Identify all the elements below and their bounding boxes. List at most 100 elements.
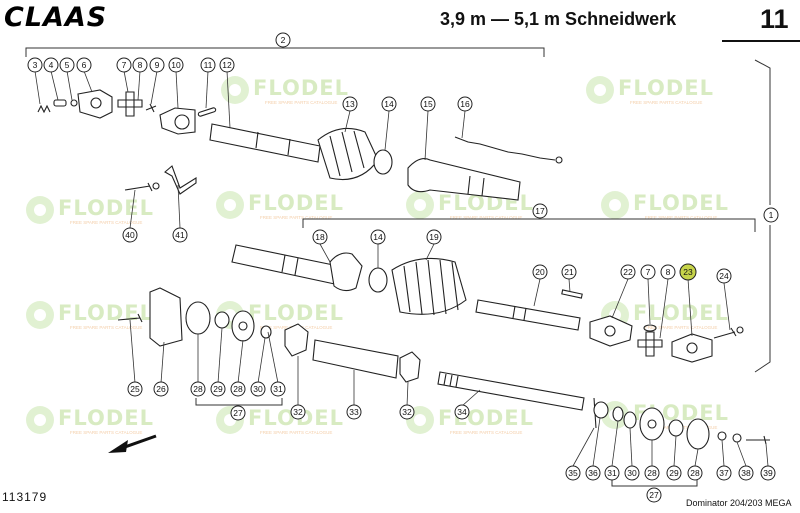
callout-3: 3 bbox=[27, 57, 43, 73]
direction-arrow bbox=[108, 434, 157, 453]
bracket-assembly-1 bbox=[754, 59, 771, 373]
svg-text:28: 28 bbox=[193, 384, 203, 394]
svg-text:16: 16 bbox=[460, 99, 470, 109]
svg-text:30: 30 bbox=[253, 384, 263, 394]
callout-35: 35 bbox=[565, 465, 581, 481]
part-28c-plate bbox=[639, 407, 665, 441]
part-26-bracket bbox=[149, 287, 183, 347]
part-18-guard-cone bbox=[329, 252, 363, 292]
svg-text:FREE SPARE PARTS CATALOGUE: FREE SPARE PARTS CATALOGUE bbox=[70, 220, 142, 225]
part-20-shaft bbox=[475, 299, 581, 331]
callout-28c: 28 bbox=[644, 465, 660, 481]
callout-24: 24 bbox=[716, 268, 732, 284]
callout-15: 15 bbox=[420, 96, 436, 112]
svg-text:13: 13 bbox=[345, 99, 355, 109]
part-5-clip bbox=[70, 99, 78, 107]
svg-text:3: 3 bbox=[33, 60, 38, 70]
callout-28a: 28 bbox=[190, 381, 206, 397]
svg-text:32: 32 bbox=[293, 407, 303, 417]
leader-lines bbox=[34, 70, 769, 467]
svg-text:35: 35 bbox=[568, 468, 578, 478]
svg-text:8: 8 bbox=[666, 267, 671, 277]
callout-2: 2 bbox=[275, 32, 291, 48]
svg-text:14: 14 bbox=[373, 232, 383, 242]
drawing-number: 113179 bbox=[2, 490, 48, 504]
part-30b-ring bbox=[623, 411, 637, 429]
callout-29b: 29 bbox=[666, 465, 682, 481]
callout-5: 5 bbox=[59, 57, 75, 73]
callout-6: 6 bbox=[76, 57, 92, 73]
svg-text:FLODEL: FLODEL bbox=[633, 301, 729, 325]
callout-34: 34 bbox=[454, 404, 470, 420]
svg-text:32: 32 bbox=[402, 407, 412, 417]
svg-text:FREE SPARE PARTS CATALOGUE: FREE SPARE PARTS CATALOGUE bbox=[450, 215, 522, 220]
part-25-bolt bbox=[117, 313, 143, 323]
svg-text:FLODEL: FLODEL bbox=[58, 196, 154, 220]
watermark-layer: FLODEL FREE SPARE PARTS CATALOGUE FLODEL… bbox=[26, 76, 729, 435]
callout-14b: 14 bbox=[370, 229, 386, 245]
svg-text:37: 37 bbox=[719, 468, 729, 478]
svg-text:FREE SPARE PARTS CATALOGUE: FREE SPARE PARTS CATALOGUE bbox=[450, 430, 522, 435]
callout-28d: 28 bbox=[687, 465, 703, 481]
bracket-assembly-2 bbox=[25, 47, 545, 57]
callout-9: 9 bbox=[149, 57, 165, 73]
callout-30b: 30 bbox=[624, 465, 640, 481]
svg-text:6: 6 bbox=[82, 60, 87, 70]
callout-40: 40 bbox=[122, 227, 138, 243]
svg-text:1: 1 bbox=[769, 210, 774, 220]
page-title: 3,9 m — 5,1 m Schneidwerk bbox=[440, 9, 677, 29]
svg-text:14: 14 bbox=[384, 99, 394, 109]
svg-text:5: 5 bbox=[65, 60, 70, 70]
part-15-guard bbox=[407, 158, 521, 201]
svg-text:FREE SPARE PARTS CATALOGUE: FREE SPARE PARTS CATALOGUE bbox=[70, 325, 142, 330]
watermark-12: FLODEL FREE SPARE PARTS CATALOGUE bbox=[406, 406, 534, 435]
part-21-key bbox=[561, 289, 583, 299]
callout-14a: 14 bbox=[381, 96, 397, 112]
svg-text:9: 9 bbox=[155, 60, 160, 70]
callout-25: 25 bbox=[127, 381, 143, 397]
callout-29a: 29 bbox=[210, 381, 226, 397]
part-29-bearing bbox=[214, 311, 230, 329]
group-brackets bbox=[25, 47, 771, 487]
svg-text:FLODEL: FLODEL bbox=[248, 191, 344, 215]
svg-text:FLODEL: FLODEL bbox=[58, 406, 154, 430]
svg-text:29: 29 bbox=[213, 384, 223, 394]
svg-text:FLODEL: FLODEL bbox=[633, 191, 729, 215]
part-9-nipple bbox=[145, 103, 157, 113]
svg-text:25: 25 bbox=[130, 384, 140, 394]
callout-8b: 8 bbox=[660, 264, 676, 280]
callout-30a: 30 bbox=[250, 381, 266, 397]
callout-1: 1 bbox=[763, 207, 779, 223]
bracket-kit-27-right bbox=[611, 478, 698, 487]
svg-text:8: 8 bbox=[138, 60, 143, 70]
part-40-bolt bbox=[124, 182, 153, 192]
svg-text:30: 30 bbox=[627, 468, 637, 478]
callout-4: 4 bbox=[43, 57, 59, 73]
svg-text:FREE SPARE PARTS CATALOGUE: FREE SPARE PARTS CATALOGUE bbox=[630, 100, 702, 105]
callout-16: 16 bbox=[457, 96, 473, 112]
part-30-ring bbox=[260, 325, 272, 339]
watermark-6: FLODEL FREE SPARE PARTS CATALOGUE bbox=[601, 191, 729, 220]
watermark-2: FLODEL FREE SPARE PARTS CATALOGUE bbox=[586, 76, 713, 105]
part-23-yoke bbox=[671, 333, 713, 363]
svg-text:27: 27 bbox=[649, 490, 659, 500]
callout-13: 13 bbox=[342, 96, 358, 112]
watermark-3: FLODEL FREE SPARE PARTS CATALOGUE bbox=[26, 196, 154, 225]
callout-28b: 28 bbox=[230, 381, 246, 397]
callout-19: 19 bbox=[426, 229, 442, 245]
callout-20: 20 bbox=[532, 264, 548, 280]
svg-text:FLODEL: FLODEL bbox=[438, 406, 534, 430]
part-12-tube bbox=[209, 123, 321, 163]
watermark-10: FLODEL FREE SPARE PARTS CATALOGUE bbox=[26, 406, 154, 435]
callout-26: 26 bbox=[153, 381, 169, 397]
part-38-washer bbox=[732, 433, 742, 443]
model-label: Dominator 204/203 MEGA bbox=[686, 498, 792, 508]
callout-18: 18 bbox=[312, 229, 328, 245]
part-3-spring bbox=[37, 104, 51, 114]
part-8b-bearing bbox=[643, 324, 657, 332]
svg-text:29: 29 bbox=[669, 468, 679, 478]
part-37-nut bbox=[717, 431, 727, 441]
callout-36: 36 bbox=[585, 465, 601, 481]
watermark-7: FLODEL FREE SPARE PARTS CATALOGUE bbox=[26, 301, 153, 330]
